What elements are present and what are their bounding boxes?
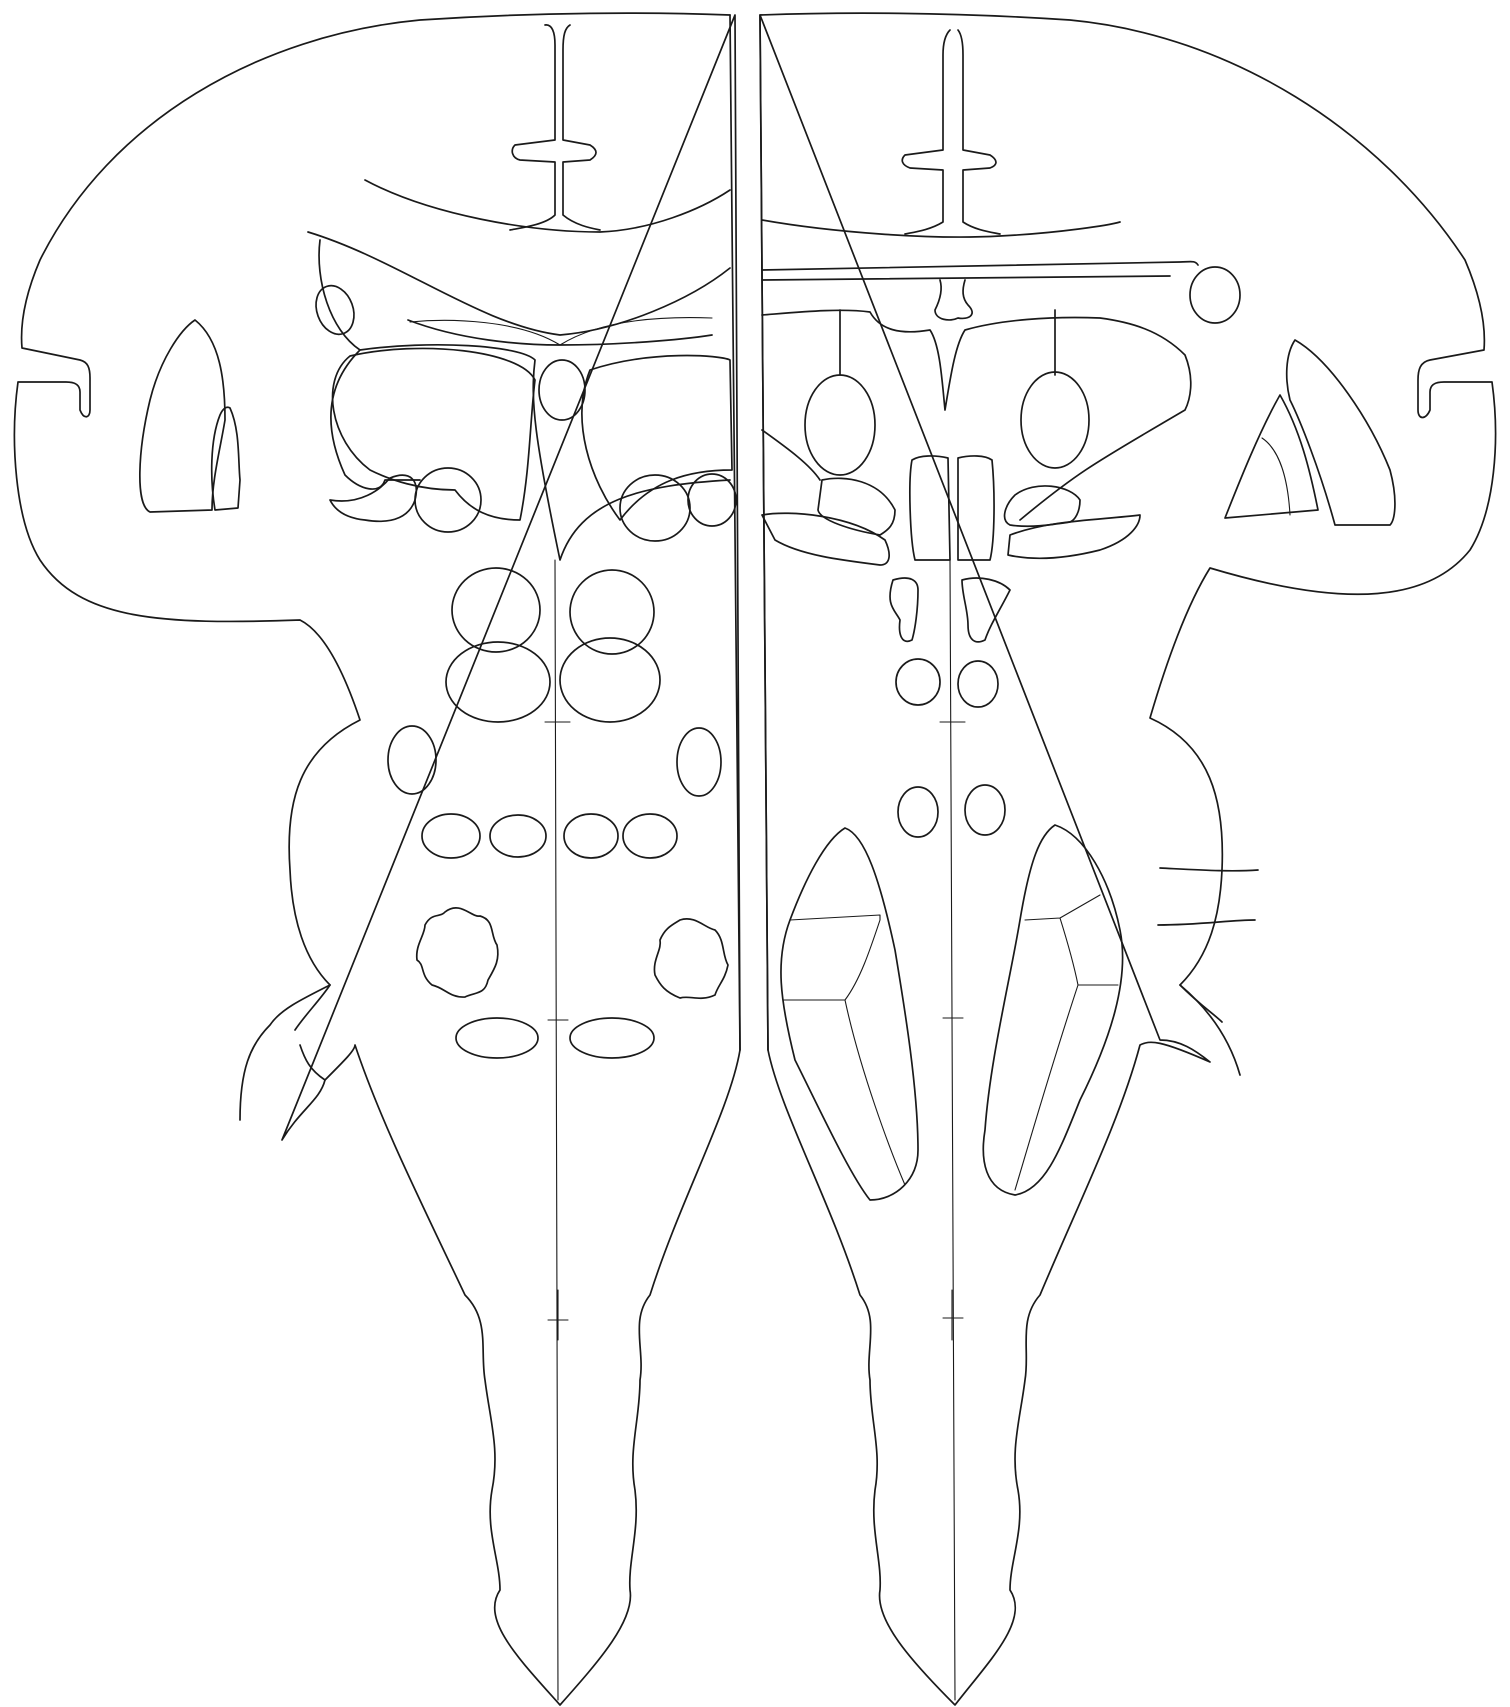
- right-y-nucleus-left: [890, 578, 918, 641]
- right-outer-outline: [760, 13, 1496, 1705]
- left-midline-ticks: [545, 722, 570, 1340]
- left-round-nucleus-a: [415, 468, 481, 532]
- right-inner-midline: [950, 560, 955, 1700]
- right-lateral-wedge: [1287, 340, 1395, 525]
- left-oval-mid-1: [446, 642, 550, 722]
- left-lateral-oval-a: [388, 726, 436, 794]
- right-half-panel: [760, 13, 1496, 1705]
- right-central-column-left: [910, 456, 950, 560]
- right-nucleus-region: [762, 310, 1191, 520]
- right-midline-edge: [760, 15, 768, 1050]
- right-commissure-top: [762, 262, 1198, 270]
- left-medial-lobe: [582, 356, 732, 520]
- left-upper-nucleus: [539, 360, 585, 420]
- right-small-oval-3: [898, 787, 938, 837]
- right-lobe-left-b: [762, 513, 889, 565]
- left-row-oval-3: [564, 814, 618, 858]
- left-row-oval-2: [490, 815, 546, 857]
- left-commissure-band: [308, 232, 730, 335]
- left-lateral-small: [310, 280, 361, 339]
- right-segmented-wedge-right: [983, 825, 1122, 1195]
- right-lateral-small: [1190, 267, 1240, 323]
- right-commissure-bottom: [762, 276, 1170, 280]
- left-oval-mid-2: [560, 638, 660, 722]
- left-irregular-nucleus-b: [654, 919, 728, 998]
- left-lateral-wedge-inner: [212, 407, 240, 510]
- right-lobe-right-b: [1008, 515, 1140, 558]
- right-nerve-root-fork: [1180, 985, 1222, 1022]
- left-lower-oval-1: [456, 1018, 538, 1058]
- left-lower-oval-2: [570, 1018, 654, 1058]
- right-lobe-left-a: [818, 478, 895, 535]
- left-lateral-oval-b: [677, 728, 721, 796]
- left-row-oval-1: [422, 814, 480, 858]
- right-dorsal-cleft: [902, 30, 1000, 234]
- right-central-column-right: [958, 456, 994, 560]
- right-lobe-right-a: [1005, 486, 1080, 526]
- right-nerve-root-lower: [1158, 920, 1255, 925]
- left-inner-midline: [555, 560, 558, 1700]
- left-row-oval-4: [623, 814, 677, 858]
- right-lateral-triangle: [1225, 395, 1318, 518]
- left-irregular-nucleus-a: [417, 908, 498, 997]
- right-upper-oval-right: [1021, 372, 1089, 468]
- left-thalamic-lobe: [333, 348, 535, 520]
- left-nucleus-region: [319, 240, 730, 560]
- right-small-oval-2: [958, 661, 998, 707]
- right-central-drop: [935, 280, 972, 320]
- left-oval-upper-2: [570, 570, 654, 654]
- right-nerve-root-upper: [1160, 868, 1258, 871]
- right-y-nucleus-right: [962, 578, 1010, 642]
- left-commissure-inner: [408, 320, 712, 345]
- left-half-panel: [14, 13, 740, 1705]
- right-lateral-triangle-seam: [1262, 438, 1290, 515]
- left-dorsal-cleft: [510, 25, 600, 230]
- left-outer-outline: [14, 13, 740, 1705]
- right-upper-oval-left: [805, 375, 875, 475]
- left-upper-arc: [365, 180, 730, 232]
- right-wedge-right-seams: [1015, 895, 1118, 1190]
- right-small-oval-4: [965, 785, 1005, 835]
- right-small-oval-1: [896, 659, 940, 705]
